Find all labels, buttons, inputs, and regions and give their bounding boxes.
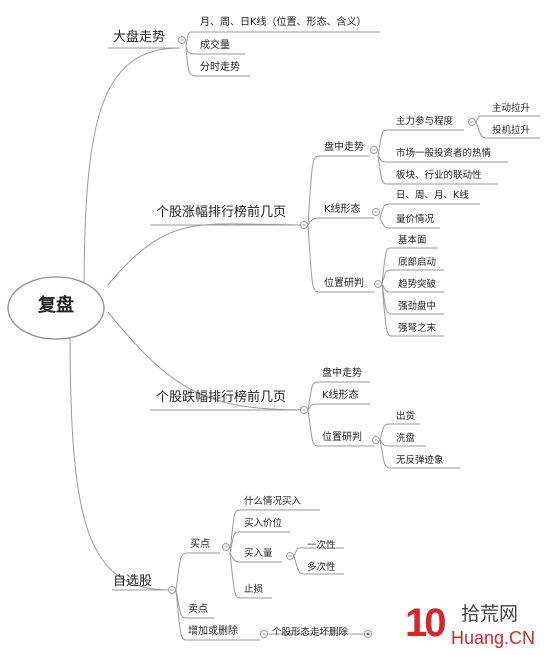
watermark-brand: 拾荒网 [461,603,519,625]
branch-diefu[interactable]: 个股跌幅排行榜前几页 [156,390,287,405]
watermark-mark: 10 [405,601,446,645]
node-zhudong[interactable]: 主动拉升 [492,103,531,114]
node-duocixing[interactable]: 多次性 [307,562,336,573]
node-yicixing[interactable]: 一次性 [307,540,336,551]
node-zengjia[interactable]: 增加或删除 [188,626,238,637]
node-shichang[interactable]: 市场一般投资者的热情 [396,148,492,159]
node-weizhi[interactable]: 位置研判 [324,278,364,289]
node-dibu[interactable]: 底部启动 [398,257,437,268]
node-chuhuo[interactable]: 出货 [396,411,416,422]
branch-zhangfu[interactable]: 个股涨幅排行榜前几页 [156,205,287,220]
root-node-label[interactable]: 复盘 [38,295,74,316]
node-jiawei[interactable]: 买入价位 [244,518,283,529]
branch-zixuan[interactable]: 自选股 [113,574,153,589]
node-qushi[interactable]: 趋势突破 [398,279,437,290]
watermark-domain: Huang.CN [451,628,536,648]
node-panzhong[interactable]: 盘中走势 [324,142,364,153]
watermark: 10 拾荒网 Huang.CN [405,600,553,650]
node-maidian[interactable]: 买点 [190,539,210,550]
node-kxian[interactable]: K线形态 [324,204,361,215]
node-qiangnu[interactable]: 强弩之末 [398,323,437,334]
node-kline-month-week-day[interactable]: 月、周、日K线（位置、形态、含义） [200,17,367,28]
node-volume[interactable]: 成交量 [200,40,230,51]
node-die-kxian[interactable]: K线形态 [322,390,359,401]
node-die-weizhi[interactable]: 位置研判 [322,432,362,443]
node-maichu[interactable]: 卖点 [188,604,208,615]
node-zhisun[interactable]: 止损 [244,584,264,595]
node-zhuli[interactable]: 主力参与程度 [396,116,454,127]
node-bankuai[interactable]: 板块、行业的联动性 [396,170,482,181]
root-node-shape[interactable] [7,276,105,340]
node-xipan[interactable]: 洗盘 [396,433,416,444]
node-jibenmian[interactable]: 基本面 [398,235,427,246]
node-liangjia[interactable]: 量价情况 [396,214,435,225]
node-die-panzhong[interactable]: 盘中走势 [322,368,362,379]
node-wufantan[interactable]: 无反弹迹象 [396,455,444,466]
node-shenme[interactable]: 什么情况买入 [244,496,302,507]
node-shanchu[interactable]: 个股形态走坏删除 [272,627,349,638]
node-qiangjin[interactable]: 强劲盘中 [398,301,437,312]
node-mairuliang[interactable]: 买入量 [244,548,273,559]
node-rizhouyue[interactable]: 日、周、月、K线 [396,190,469,201]
node-touji[interactable]: 投机拉升 [492,125,531,136]
branch-dapan[interactable]: 大盘走势 [113,30,166,45]
node-intraday[interactable]: 分时走势 [200,62,240,73]
